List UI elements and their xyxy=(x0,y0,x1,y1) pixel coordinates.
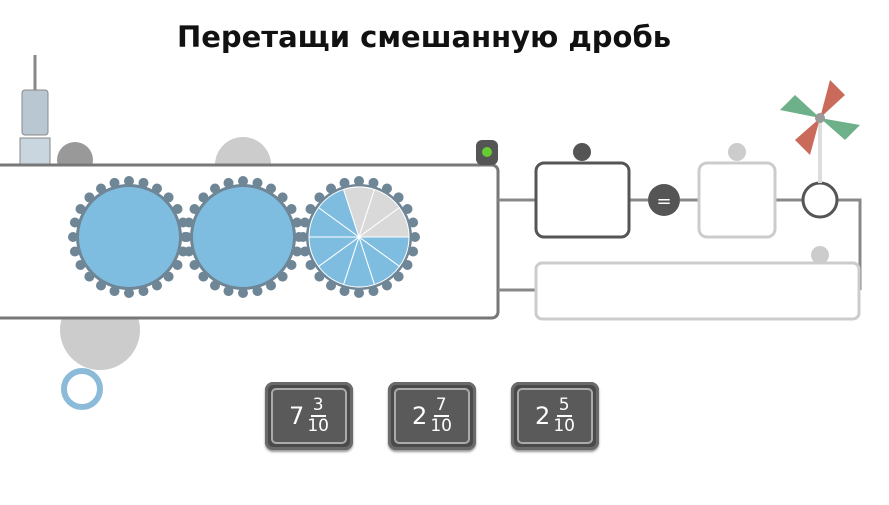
page-title: Перетащи смешанную дробь xyxy=(176,20,672,54)
denominator: 10 xyxy=(307,416,329,436)
denominator: 10 xyxy=(430,416,452,436)
fraction-gear xyxy=(298,176,420,298)
fraction-circles xyxy=(68,176,420,298)
equals-icon xyxy=(648,184,680,216)
fraction-gear xyxy=(68,176,190,298)
empty-slice xyxy=(357,206,410,238)
equals-sign: = xyxy=(656,191,671,212)
status-light-icon xyxy=(482,147,492,157)
output-tray xyxy=(534,261,861,321)
numerator: 5 xyxy=(556,395,572,417)
numerator: 7 xyxy=(433,395,449,417)
whole-circle xyxy=(193,187,293,287)
fraction-gear xyxy=(182,176,304,298)
whole-number: 2 xyxy=(412,402,428,430)
whole-number: 2 xyxy=(535,402,551,430)
answer-slot[interactable] xyxy=(534,161,631,239)
whole-circle xyxy=(79,187,179,287)
result-slot xyxy=(697,161,777,239)
whole-number: 7 xyxy=(289,402,305,430)
denominator: 10 xyxy=(553,416,575,436)
pinwheel-icon xyxy=(780,80,860,183)
connector-node xyxy=(801,181,839,219)
numerator: 3 xyxy=(310,395,326,417)
